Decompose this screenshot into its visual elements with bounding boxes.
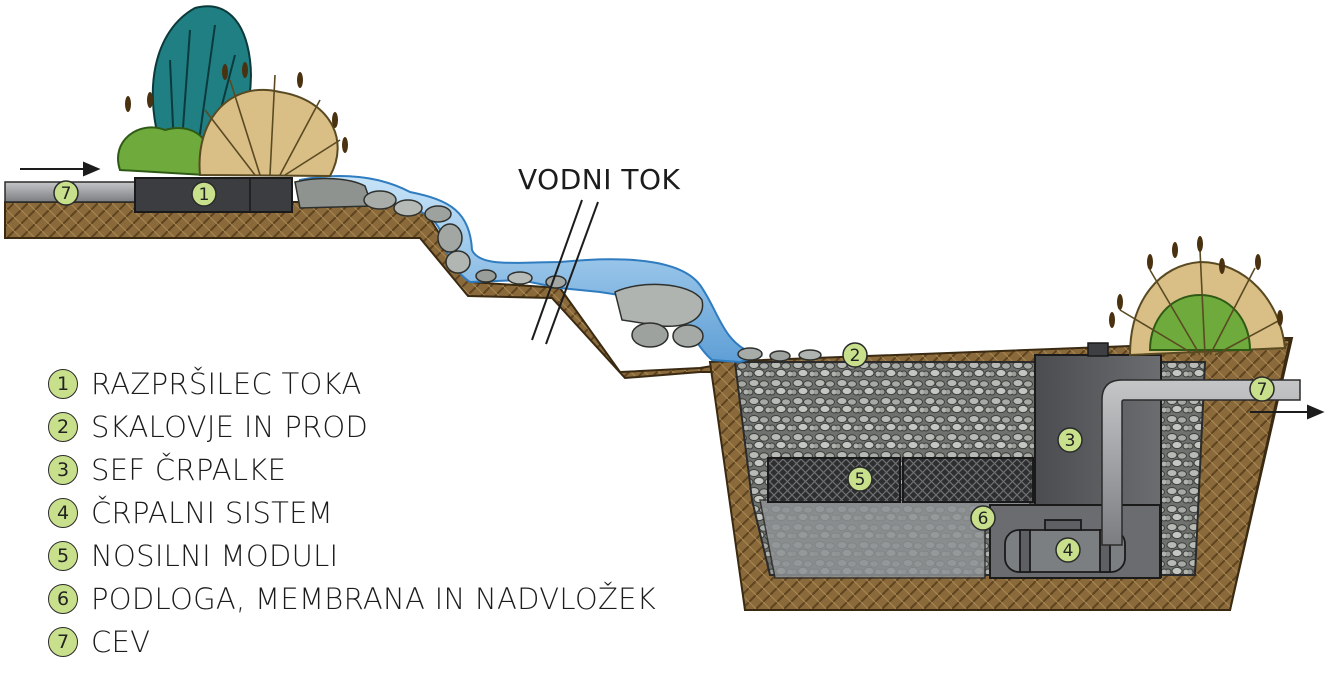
legend-label: SEF ČRPALKE — [91, 452, 287, 487]
marker-modules: 5 — [847, 466, 873, 492]
left-plants — [117, 5, 348, 178]
svg-text:7: 7 — [61, 184, 72, 204]
legend-number-badge: 5 — [48, 540, 78, 571]
outflow-arrow — [1250, 404, 1325, 420]
marker-pipe-out: 7 — [1249, 376, 1275, 402]
legend-item: 7 CEV — [48, 620, 688, 663]
diagram-title: VODNI TOK — [518, 163, 681, 196]
legend-item: 1 RAZPRŠILEC TOKA — [48, 362, 688, 405]
legend-label: ČRPALNI SISTEM — [91, 495, 334, 530]
marker-pump: 4 — [1055, 537, 1081, 563]
marker-liner: 6 — [970, 505, 996, 531]
legend-number-badge: 1 — [48, 368, 78, 399]
legend-label: RAZPRŠILEC TOKA — [91, 366, 362, 401]
inflow-arrow — [20, 161, 101, 177]
legend-number-badge: 7 — [48, 626, 78, 657]
outlet-pipe — [1101, 379, 1301, 546]
flow-break-lines — [531, 199, 599, 345]
support-module-1 — [767, 457, 901, 503]
legend-label: SKALOVJE IN PROD — [91, 409, 369, 444]
legend-item: 5 NOSILNI MODULI — [48, 534, 688, 577]
pump-vault-lid-handle — [1087, 342, 1109, 357]
svg-text:3: 3 — [1065, 431, 1076, 451]
marker-gravel: 2 — [842, 342, 868, 368]
legend-number-badge: 2 — [48, 411, 78, 442]
flow-spreader — [134, 177, 293, 213]
support-module-2 — [902, 457, 1034, 503]
right-plants — [1109, 236, 1287, 357]
legend-item: 6 PODLOGA, MEMBRANA IN NADVLOŽEK — [48, 577, 688, 620]
legend-number-badge: 4 — [48, 497, 78, 528]
legend-item: 2 SKALOVJE IN PROD — [48, 405, 688, 448]
svg-text:4: 4 — [1063, 541, 1074, 561]
svg-text:2: 2 — [850, 346, 861, 366]
marker-spreader: 1 — [191, 181, 217, 207]
marker-vault: 3 — [1057, 427, 1083, 453]
marker-pipe-in: 7 — [53, 180, 79, 206]
svg-text:6: 6 — [978, 509, 989, 529]
stream-stones — [294, 177, 822, 362]
legend-label: CEV — [91, 624, 151, 659]
svg-text:5: 5 — [855, 470, 866, 490]
legend-item: 4 ČRPALNI SISTEM — [48, 491, 688, 534]
legend-label: NOSILNI MODULI — [91, 538, 339, 573]
legend-item: 3 SEF ČRPALKE — [48, 448, 688, 491]
legend-number-badge: 3 — [48, 454, 78, 485]
legend-label: PODLOGA, MEMBRANA IN NADVLOŽEK — [91, 581, 657, 616]
svg-text:7: 7 — [1257, 380, 1268, 400]
legend-number-badge: 6 — [48, 583, 78, 614]
legend: 1 RAZPRŠILEC TOKA 2 SKALOVJE IN PROD 3 S… — [48, 362, 688, 663]
svg-text:1: 1 — [199, 185, 210, 205]
